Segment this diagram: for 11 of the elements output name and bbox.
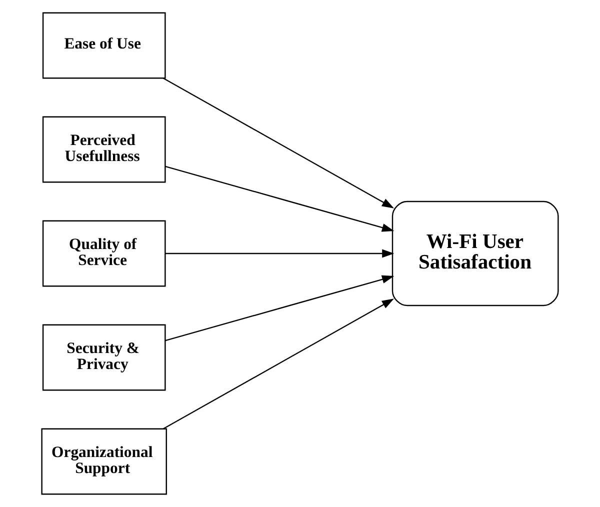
arrow — [163, 78, 394, 208]
node-box: Quality of Service — [42, 220, 166, 287]
arrow — [165, 275, 394, 342]
node-box: Wi-Fi User Satisafaction — [392, 200, 559, 306]
arrow — [163, 298, 394, 430]
node-box: Security & Privacy — [42, 324, 166, 391]
node-box: Organizational Support — [41, 428, 167, 495]
node-box: Perceived Usefullness — [42, 116, 166, 183]
node-box: Ease of Use — [42, 12, 166, 79]
arrow — [165, 249, 394, 258]
arrow — [165, 166, 394, 232]
